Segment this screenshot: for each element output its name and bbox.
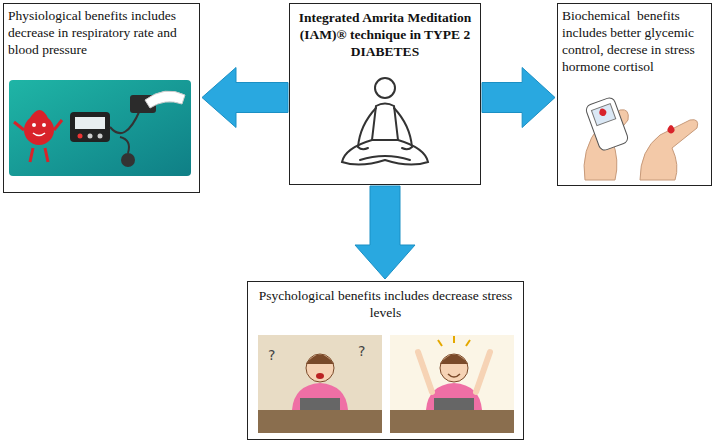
benefit-box: Physiological benefits includes decrease… — [3, 3, 200, 193]
glucometer-illustration — [584, 96, 698, 180]
benefit-box: Biochemical benefits includes better gly… — [557, 3, 712, 186]
benefit-text: Physiological benefits includes decrease… — [8, 8, 195, 59]
block-arrow — [482, 68, 555, 128]
title-text: Integrated Amrita Meditation (IAM)® tech… — [296, 10, 474, 61]
svg-text:?: ? — [268, 347, 275, 363]
blood-pressure-illustration — [9, 80, 191, 176]
technique-box: Integrated Amrita Meditation (IAM)® tech… — [289, 3, 481, 185]
meditation-figure — [342, 78, 428, 165]
block-arrow — [202, 68, 288, 128]
block-arrow — [355, 186, 415, 279]
stress-relief-illustration: ? ? — [258, 335, 514, 433]
benefit-text: Biochemical benefits includes better gly… — [562, 8, 707, 76]
svg-text:?: ? — [358, 343, 365, 359]
benefit-box: Psychological benefits includes decrease… — [247, 281, 524, 440]
benefit-text: Psychological benefits includes decrease… — [254, 288, 517, 322]
